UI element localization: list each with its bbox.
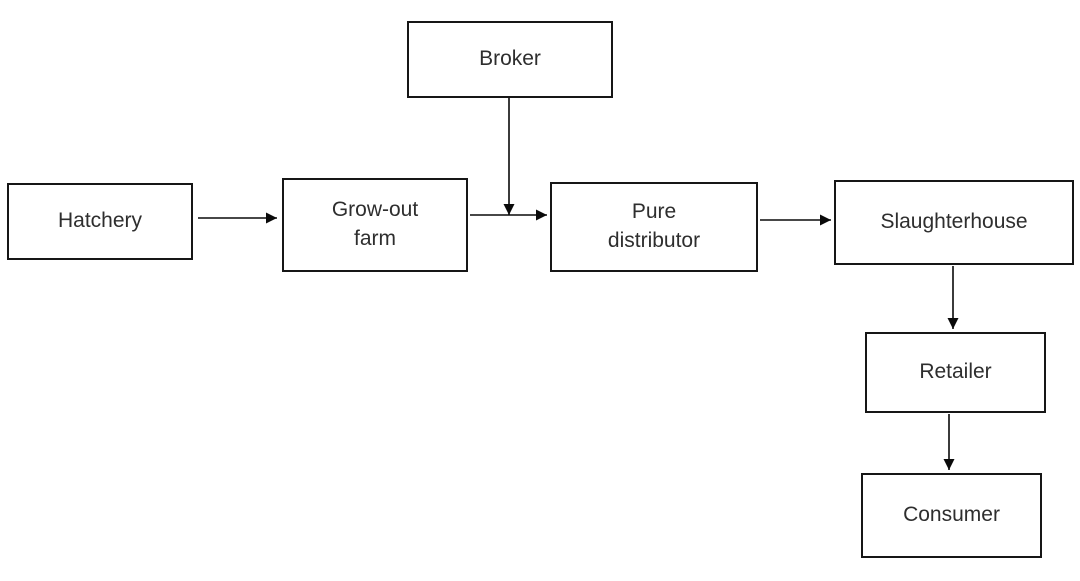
node-broker: Broker [407, 21, 613, 98]
node-consumer: Consumer [861, 473, 1042, 558]
node-pure-distributor: Pure distributor [550, 182, 758, 272]
node-slaughterhouse: Slaughterhouse [834, 180, 1074, 265]
node-hatchery: Hatchery [7, 183, 193, 260]
node-retailer: Retailer [865, 332, 1046, 413]
node-grow-out-farm: Grow-out farm [282, 178, 468, 272]
